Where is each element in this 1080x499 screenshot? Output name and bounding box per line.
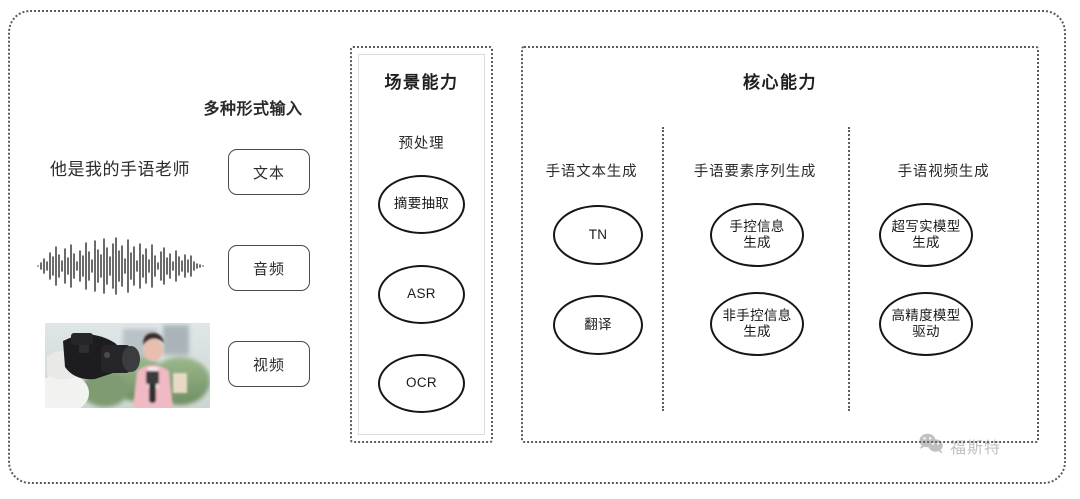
node-ocr[interactable]: OCR (378, 354, 465, 413)
node-asr[interactable]: ASR (378, 265, 465, 324)
input-section: 多种形式输入 他是我的手语老师 (30, 95, 330, 425)
video-thumbnail (45, 323, 210, 408)
node-photorealistic-model-generation[interactable]: 超写实模型 生成 (879, 203, 973, 267)
scene-preprocess-label: 预处理 (398, 136, 445, 152)
input-chip-audio[interactable]: 音频 (228, 245, 310, 291)
node-tn[interactable]: TN (553, 205, 643, 265)
node-summary-extraction[interactable]: 摘要抽取 (378, 175, 465, 234)
input-chip-video[interactable]: 视频 (228, 341, 310, 387)
scene-capability-title: 场景能力 (384, 73, 459, 92)
multi-input-heading: 多种形式输入 (203, 101, 303, 118)
wechat-icon (918, 432, 944, 459)
core-column-divider-1 (662, 127, 664, 411)
watermark: 福斯特 (918, 432, 1001, 459)
watermark-text: 福斯特 (950, 439, 1002, 457)
core-column-label-sign-video-generation: 手语视频生成 (897, 164, 990, 180)
audio-waveform-icon (36, 235, 211, 297)
input-chip-text[interactable]: 文本 (228, 149, 310, 195)
sample-text: 他是我的手语老师 (50, 160, 190, 179)
node-high-precision-model-driving[interactable]: 高精度模型 驱动 (879, 292, 973, 356)
node-translation[interactable]: 翻译 (553, 295, 643, 355)
core-capability-title: 核心能力 (743, 73, 817, 92)
outer-dotted-frame (8, 10, 1066, 484)
node-non-manual-info-generation[interactable]: 非手控信息 生成 (710, 292, 804, 356)
core-column-label-sign-element-sequence-generation: 手语要素序列生成 (693, 164, 817, 180)
core-column-label-sign-text-generation: 手语文本生成 (545, 164, 638, 180)
scene-capability-panel (350, 46, 493, 443)
core-column-divider-2 (848, 127, 850, 411)
core-capability-panel (521, 46, 1039, 443)
node-manual-info-generation[interactable]: 手控信息 生成 (710, 203, 804, 267)
